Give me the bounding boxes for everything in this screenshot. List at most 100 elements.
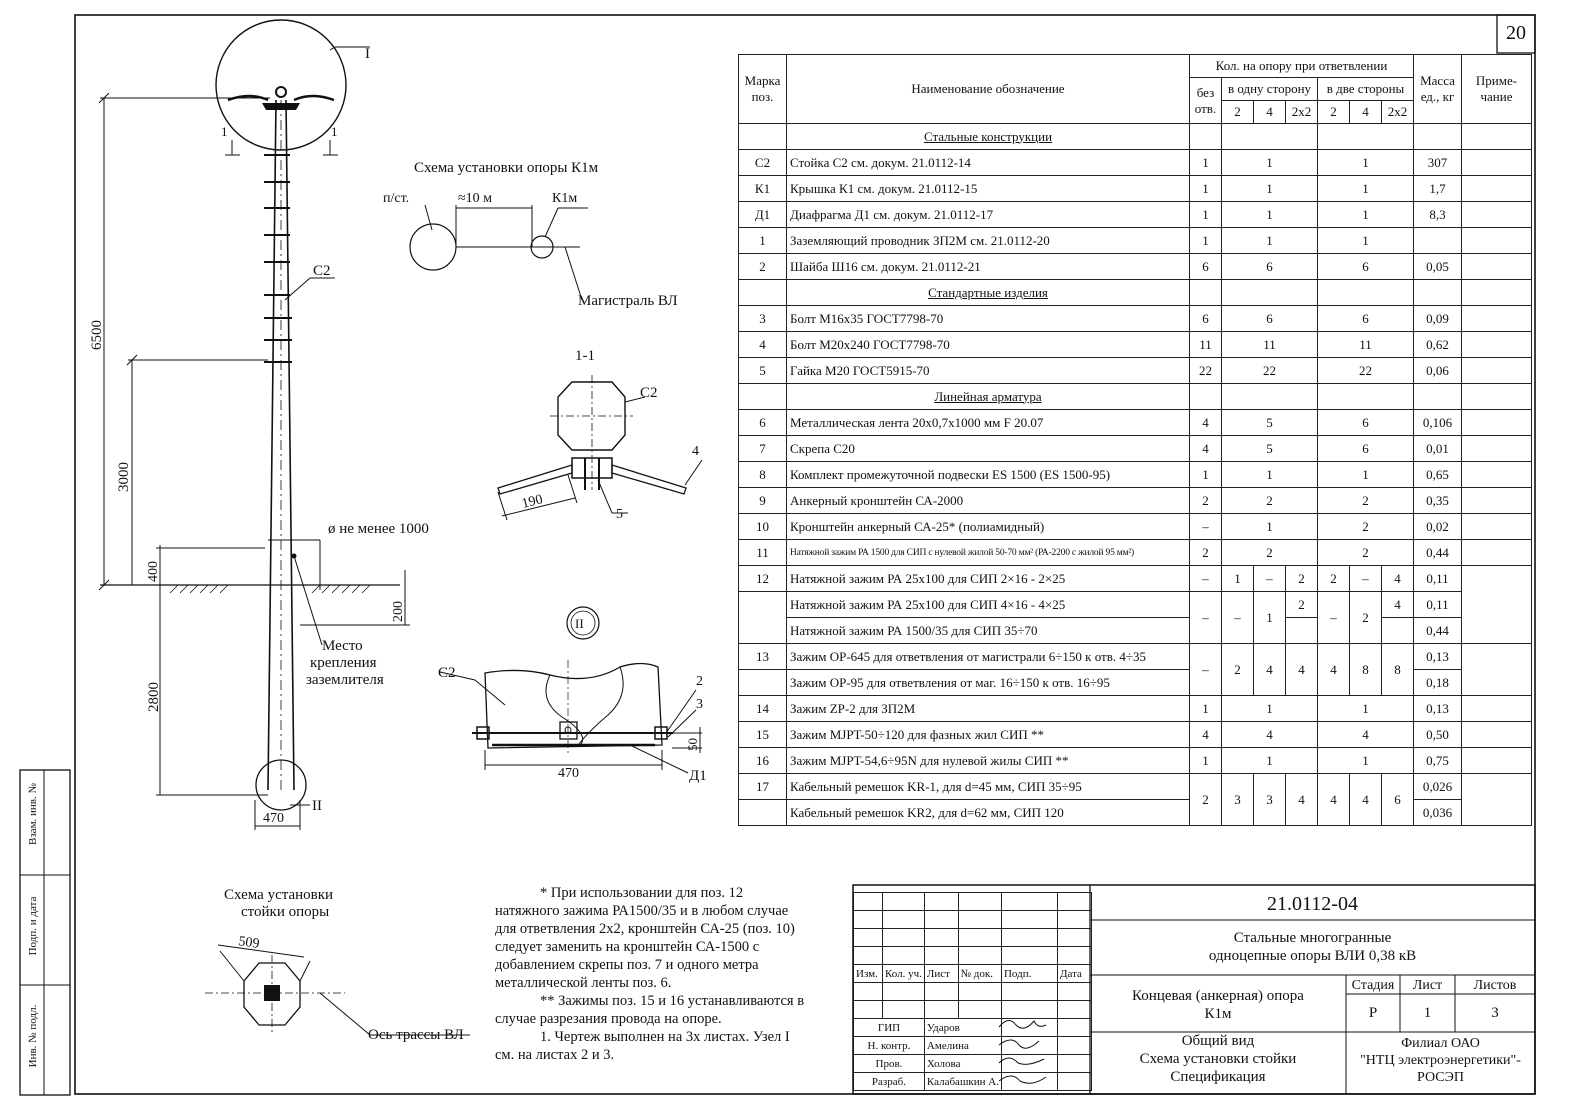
spec-qty: 2: [1221, 487, 1318, 514]
spec-cell: 4: [1317, 773, 1350, 826]
spec-cell: 2: [1221, 643, 1254, 696]
spec-cell: [1413, 123, 1462, 150]
spec-qty: 1: [1221, 201, 1318, 228]
node-II-detail: II С2 2 3 50 470 Д1: [438, 606, 707, 784]
node-pos3: 3: [696, 697, 703, 712]
spec-section-row: Стальные конструкции: [738, 123, 1532, 150]
scheme-k1m: Схема установки опоры К1м ≈10 м п/ст. К1…: [383, 160, 678, 309]
tb-role: ГИП: [853, 1018, 925, 1037]
spec-cell: 8: [1349, 643, 1382, 696]
dim-470: 470: [263, 811, 284, 826]
note-line: следует заменить на кронштейн СА-1500 с: [495, 939, 760, 955]
spec-mark: 7: [738, 435, 787, 462]
note-line: 1. Чертеж выполнен на 3х листах. Узел I: [540, 1029, 790, 1045]
spec-mark: 11: [738, 539, 787, 566]
spec-cell: 6: [1381, 773, 1414, 826]
node-II-circle: [255, 759, 307, 811]
spec-mass: 0,50: [1413, 721, 1462, 748]
note-line: натяжного зажима РА1500/35 и в любом слу…: [495, 903, 789, 919]
spec-section-row: Линейная арматура: [738, 383, 1532, 410]
spec-name: Скрепа С20: [786, 435, 1190, 462]
spec-name: Гайка М20 ГОСТ5915-70: [786, 357, 1190, 384]
spec-cell: [1317, 383, 1414, 410]
spec-mass: 0,13: [1413, 643, 1462, 670]
dim-3000: 3000: [116, 462, 132, 492]
contents-2: Схема установки стойки: [1139, 1051, 1297, 1067]
spec-cell: [1461, 773, 1532, 826]
hdr-sub: 2x2: [1285, 100, 1318, 124]
ground-place-3: заземлителя: [306, 672, 384, 688]
spec-note: [1461, 253, 1532, 280]
spec-note: [1461, 305, 1532, 332]
spec-mass: 0,11: [1413, 591, 1462, 618]
spec-mass: 0,06: [1413, 357, 1462, 384]
spec-mark: 10: [738, 513, 787, 540]
contents-3: Спецификация: [1170, 1069, 1266, 1085]
scheme-stand: Схема установки стойки опоры 509 Ось тра…: [205, 887, 470, 1043]
spec-qty: 1: [1317, 227, 1414, 254]
spec-name: Натяжной зажим РА 25х100 для СИП 4×16 - …: [786, 591, 1190, 618]
node-dim-470: 470: [558, 766, 579, 781]
stand-axis: Ось трассы ВЛ: [368, 1027, 464, 1043]
scheme-pst: п/ст.: [383, 191, 409, 206]
spec-mark: 6: [738, 409, 787, 436]
spec-qty: 11: [1317, 331, 1414, 358]
specification-table: Марка поз. Наименование обозначение Кол.…: [738, 54, 1532, 826]
spec-cell: [1221, 383, 1318, 410]
hole-label: ø не менее 1000: [328, 521, 429, 537]
sheets-value: 3: [1491, 1005, 1499, 1021]
spec-mass: 0,11: [1413, 565, 1462, 592]
spec-name: Диафрагма Д1 см. докум. 21.0112-17: [786, 201, 1190, 228]
spec-mark: 12: [738, 565, 787, 592]
spec-section-title: Стандартные изделия: [786, 279, 1190, 306]
spec-cell: [1317, 279, 1414, 306]
sheet-number: 20: [1506, 22, 1526, 44]
spec-cell: 2: [1349, 591, 1382, 644]
spec-cell: [738, 591, 787, 644]
section-pos4: 4: [692, 444, 699, 459]
spec-note: [1461, 175, 1532, 202]
note-line: для ответвления 2х2, кронштейн СА-25 (по…: [495, 921, 795, 937]
spec-cell: [1285, 617, 1318, 644]
spec-qty: 1: [1221, 747, 1318, 774]
spec-name: Кабельный ремешок KR2, для d=62 мм, СИП …: [786, 799, 1190, 826]
org-3: РОСЭП: [1417, 1070, 1464, 1085]
tb-col: Кол. уч.: [882, 964, 925, 983]
tb-person: Холова: [923, 1054, 1002, 1073]
spec-cell: [738, 669, 787, 696]
scheme-k1m-title: Схема установки опоры К1м: [414, 160, 599, 176]
drawing-code: 21.0112-04: [1267, 893, 1358, 915]
scheme-k1m-label: К1м: [552, 191, 577, 206]
item-title-2: К1м: [1204, 1006, 1232, 1022]
spec-qty: 1: [1221, 695, 1318, 722]
stage-value: Р: [1368, 1005, 1378, 1021]
spec-cell: [1461, 643, 1532, 696]
dim-6500: 6500: [89, 320, 105, 350]
spec-mark: 3: [738, 305, 787, 332]
tb-person: Амелина: [923, 1036, 1002, 1055]
spec-mass: 0,09: [1413, 305, 1462, 332]
dim-2800: 2800: [146, 682, 162, 712]
stand-title-1: Схема установки: [224, 887, 333, 903]
section-dim: 190: [520, 492, 544, 512]
node-I-label: I: [365, 46, 370, 62]
spec-cell: 4: [1285, 773, 1318, 826]
main-line-label: Магистраль ВЛ: [578, 293, 678, 309]
spec-mass: 307: [1413, 149, 1462, 176]
dim-200: 200: [391, 601, 406, 622]
spec-name: Зажим MJPT-50÷120 для фазных жил СИП **: [786, 721, 1190, 748]
title-block-signatures: Изм. Кол. уч. Лист № док. Подп. Дата ГИП…: [853, 892, 1092, 1091]
spec-mass: 1,7: [1413, 175, 1462, 202]
spec-cell: 4: [1381, 565, 1414, 592]
